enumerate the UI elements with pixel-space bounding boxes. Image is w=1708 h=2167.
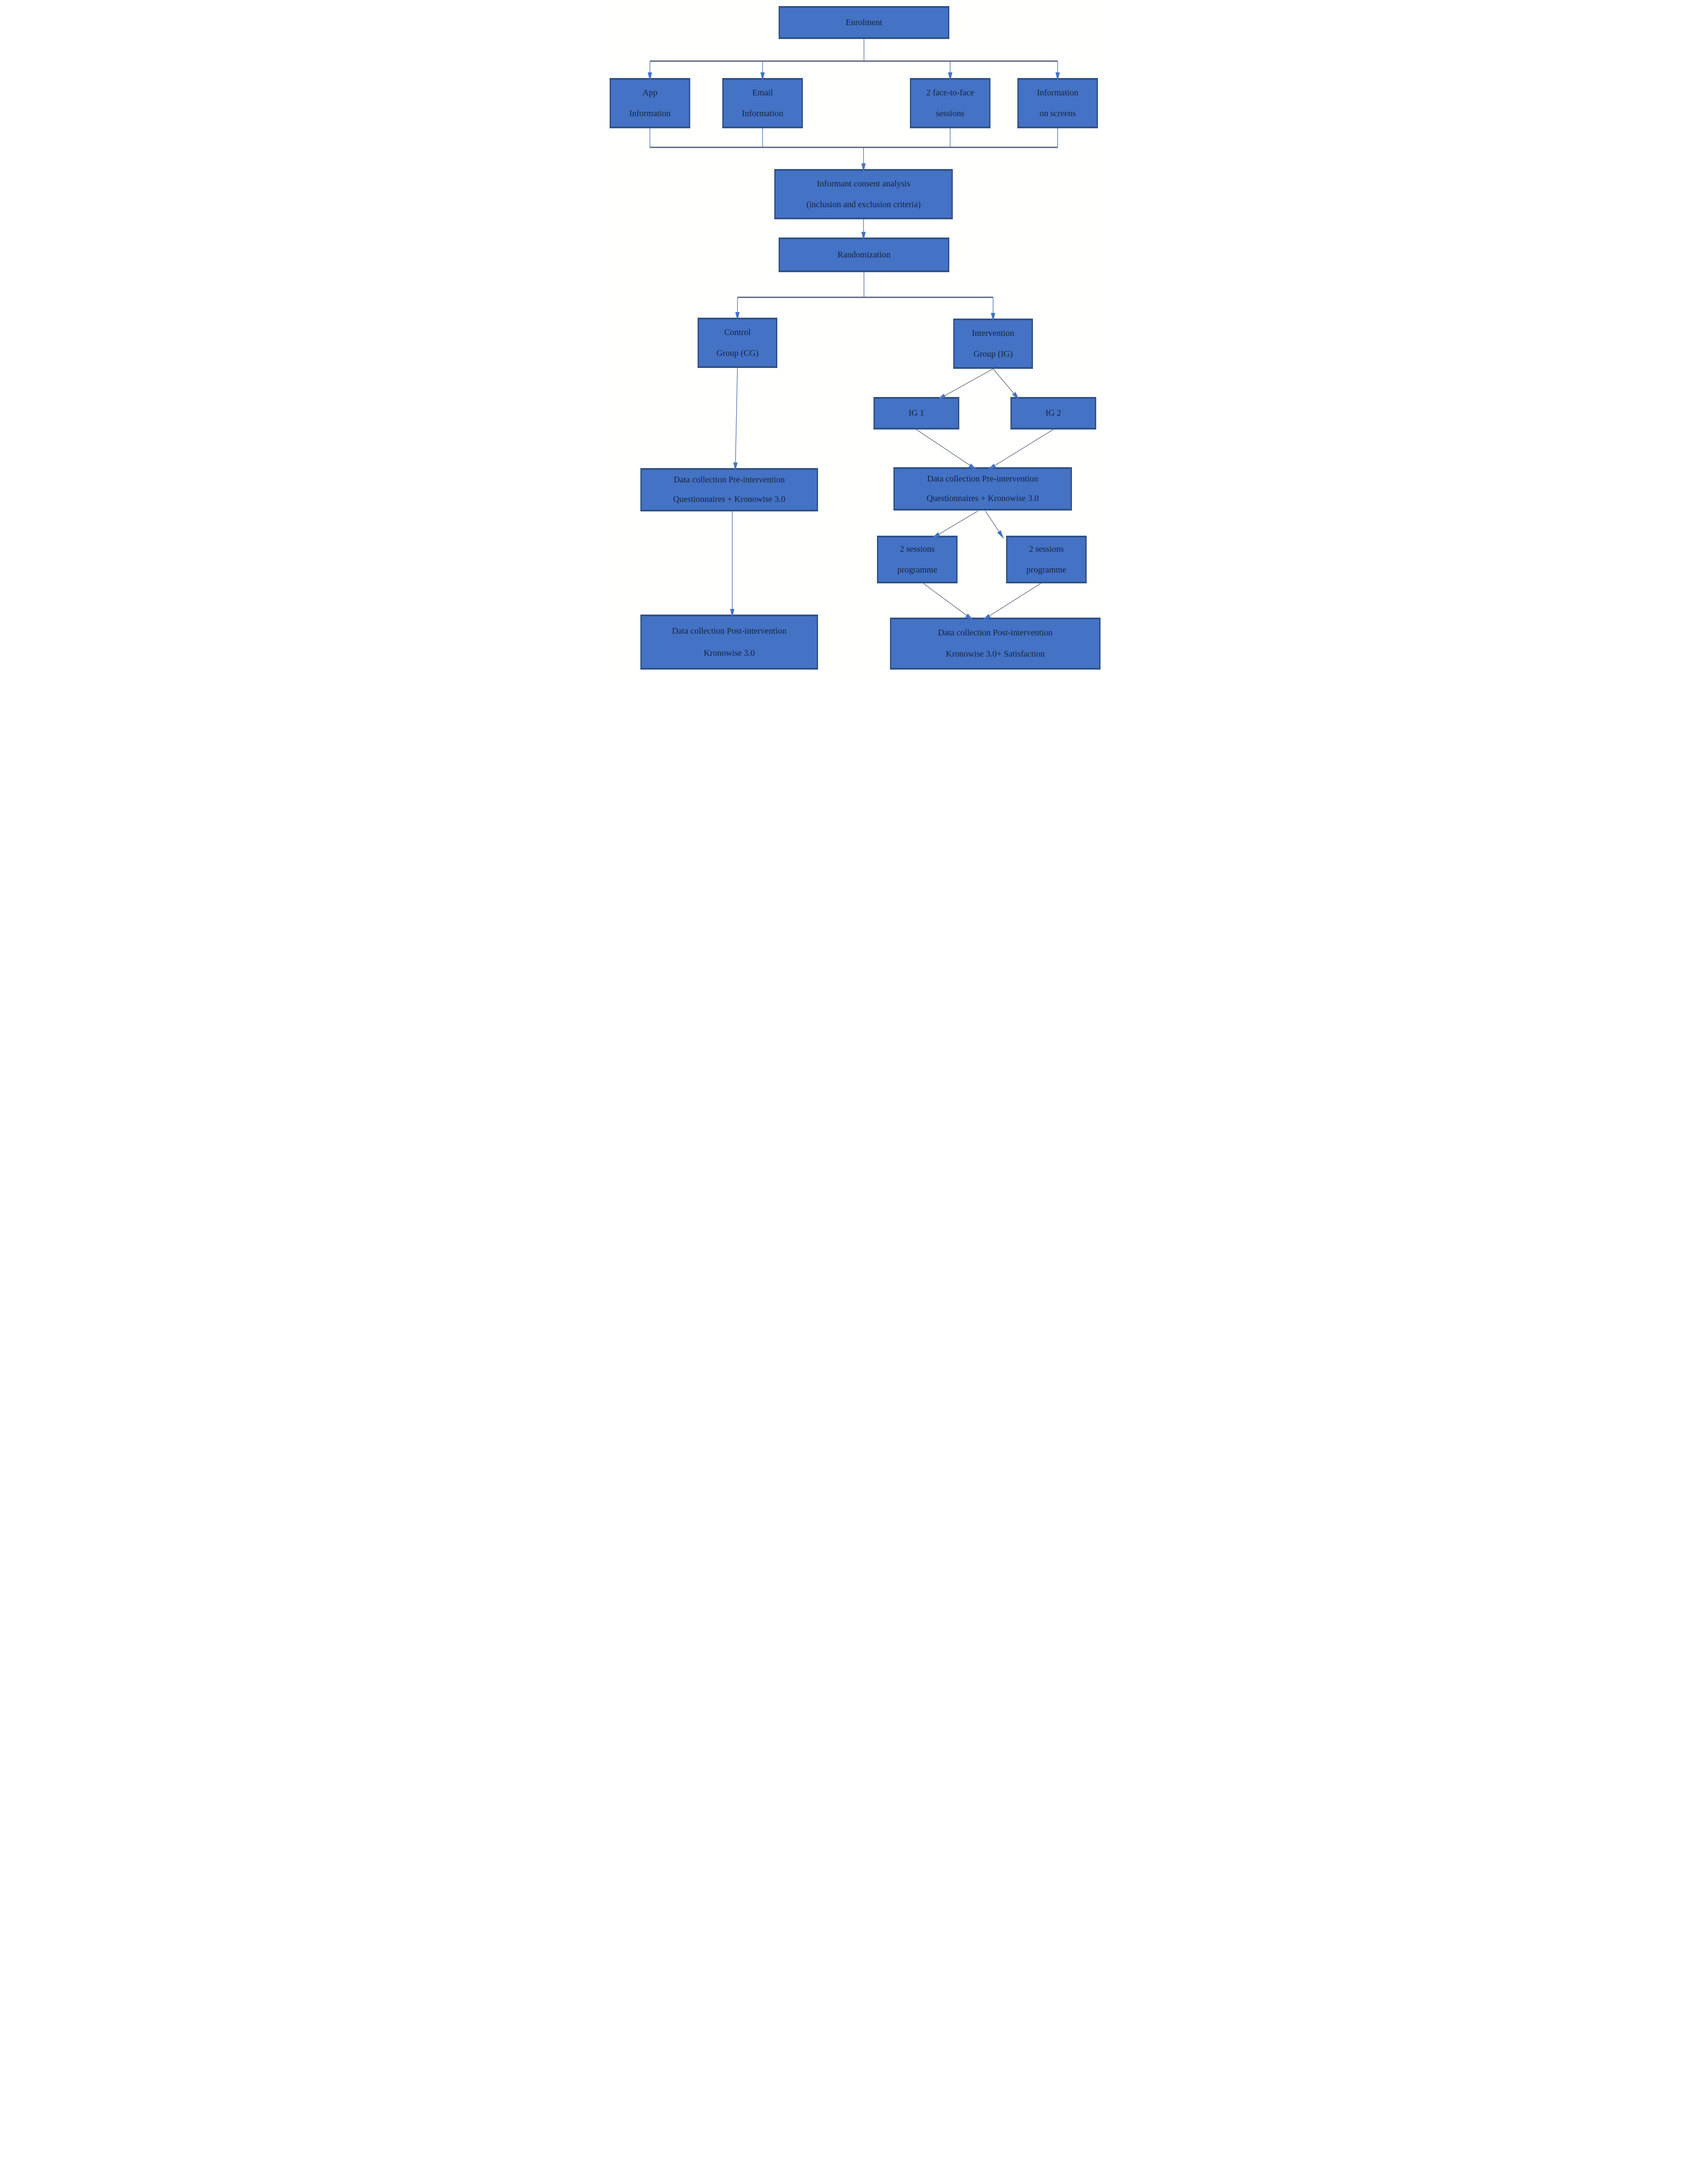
node-informant-consent-analysis-line1: Informant consent analysis bbox=[817, 179, 910, 189]
edge-pre-ig-sessions-ig2 bbox=[985, 511, 1004, 539]
node-control-group-line2: Group (CG) bbox=[716, 348, 759, 358]
node-pre-ig-line2: Questionnaires + Kronowise 3.0 bbox=[926, 494, 1039, 503]
node-ig2-label: IG 2 bbox=[1045, 408, 1062, 418]
edge-intervention-group-ig1 bbox=[937, 368, 994, 400]
node-data-collection-post-intervention-ig: Data collection Post-intervention Kronow… bbox=[890, 618, 1101, 670]
node-sessions-programme-ig1: 2 sessions programme bbox=[877, 536, 958, 583]
node-data-collection-pre-intervention-ig: Data collection Pre-intervention Questio… bbox=[893, 467, 1072, 511]
node-email-information-line1: Email bbox=[752, 88, 773, 98]
node-randomization-label: Randomization bbox=[837, 250, 891, 260]
node-sessions-programme-ig2: 2 sessions programme bbox=[1006, 536, 1087, 583]
node-sessions-programme-ig2-line1: 2 sessions bbox=[1029, 544, 1064, 554]
edge-sessions-ig2-post-ig bbox=[982, 583, 1041, 621]
edge-control-group-pre-cg bbox=[733, 368, 738, 471]
node-app-information-line1: App bbox=[642, 88, 658, 98]
node-data-collection-pre-intervention-cg: Data collection Pre-intervention Questio… bbox=[640, 468, 818, 511]
node-post-cg-line2: Kronowise 3.0 bbox=[704, 648, 755, 658]
node-face-to-face-sessions-line1: 2 face-to-face bbox=[926, 88, 974, 98]
node-control-group: Control Group (CG) bbox=[698, 318, 777, 368]
node-information-on-screens: Information on screens bbox=[1017, 78, 1098, 128]
node-intervention-group: Intervention Group (IG) bbox=[953, 319, 1033, 369]
node-randomization: Randomization bbox=[779, 238, 949, 272]
node-sessions-programme-ig1-line2: programme bbox=[897, 565, 938, 575]
node-post-cg-line1: Data collection Post-intervention bbox=[672, 626, 787, 636]
edge-ig2-pre-ig bbox=[987, 429, 1054, 470]
node-pre-ig-line1: Data collection Pre-intervention bbox=[927, 474, 1039, 484]
flowchart: Enrolment App Information Email Informat… bbox=[604, 0, 1104, 680]
node-enrolment-label: Enrolment bbox=[845, 17, 883, 27]
node-informant-consent-analysis: Informant consent analysis (inclusion an… bbox=[774, 169, 953, 219]
node-app-information: App Information bbox=[610, 78, 690, 128]
node-post-ig-line1: Data collection Post-intervention bbox=[938, 628, 1053, 638]
edge-intervention-group-ig2 bbox=[993, 368, 1020, 400]
edge-ig1-pre-ig bbox=[916, 429, 977, 470]
node-information-on-screens-line1: Information bbox=[1037, 88, 1078, 98]
node-sessions-programme-ig1-line1: 2 sessions bbox=[899, 544, 935, 554]
node-informant-consent-analysis-line2: (inclusion and exclusion criteria) bbox=[806, 199, 921, 209]
edge-sessions-ig1-post-ig bbox=[923, 583, 974, 621]
node-enrolment: Enrolment bbox=[779, 6, 949, 39]
node-sessions-programme-ig2-line2: programme bbox=[1026, 565, 1067, 575]
node-intervention-group-line1: Intervention bbox=[972, 328, 1014, 338]
node-ig2: IG 2 bbox=[1010, 397, 1096, 429]
node-app-information-line2: Information bbox=[629, 108, 671, 118]
node-information-on-screens-line2: on screens bbox=[1039, 108, 1076, 118]
edge-pre-ig-sessions-ig1 bbox=[932, 511, 978, 539]
node-pre-cg-line1: Data collection Pre-intervention bbox=[673, 475, 785, 485]
node-pre-cg-line2: Questionnaires + Kronowise 3.0 bbox=[673, 495, 786, 504]
node-ig1: IG 1 bbox=[873, 397, 959, 429]
node-intervention-group-line2: Group (IG) bbox=[973, 349, 1013, 359]
node-email-information: Email Information bbox=[722, 78, 803, 128]
node-ig1-label: IG 1 bbox=[908, 408, 925, 418]
node-face-to-face-sessions-line2: sessions bbox=[936, 108, 964, 118]
node-email-information-line2: Information bbox=[742, 108, 783, 118]
node-face-to-face-sessions: 2 face-to-face sessions bbox=[910, 78, 990, 128]
node-control-group-line1: Control bbox=[724, 327, 751, 337]
node-post-ig-line2: Kronowise 3.0+ Satisfaction bbox=[945, 649, 1045, 659]
node-data-collection-post-intervention-cg: Data collection Post-intervention Kronow… bbox=[640, 615, 818, 670]
